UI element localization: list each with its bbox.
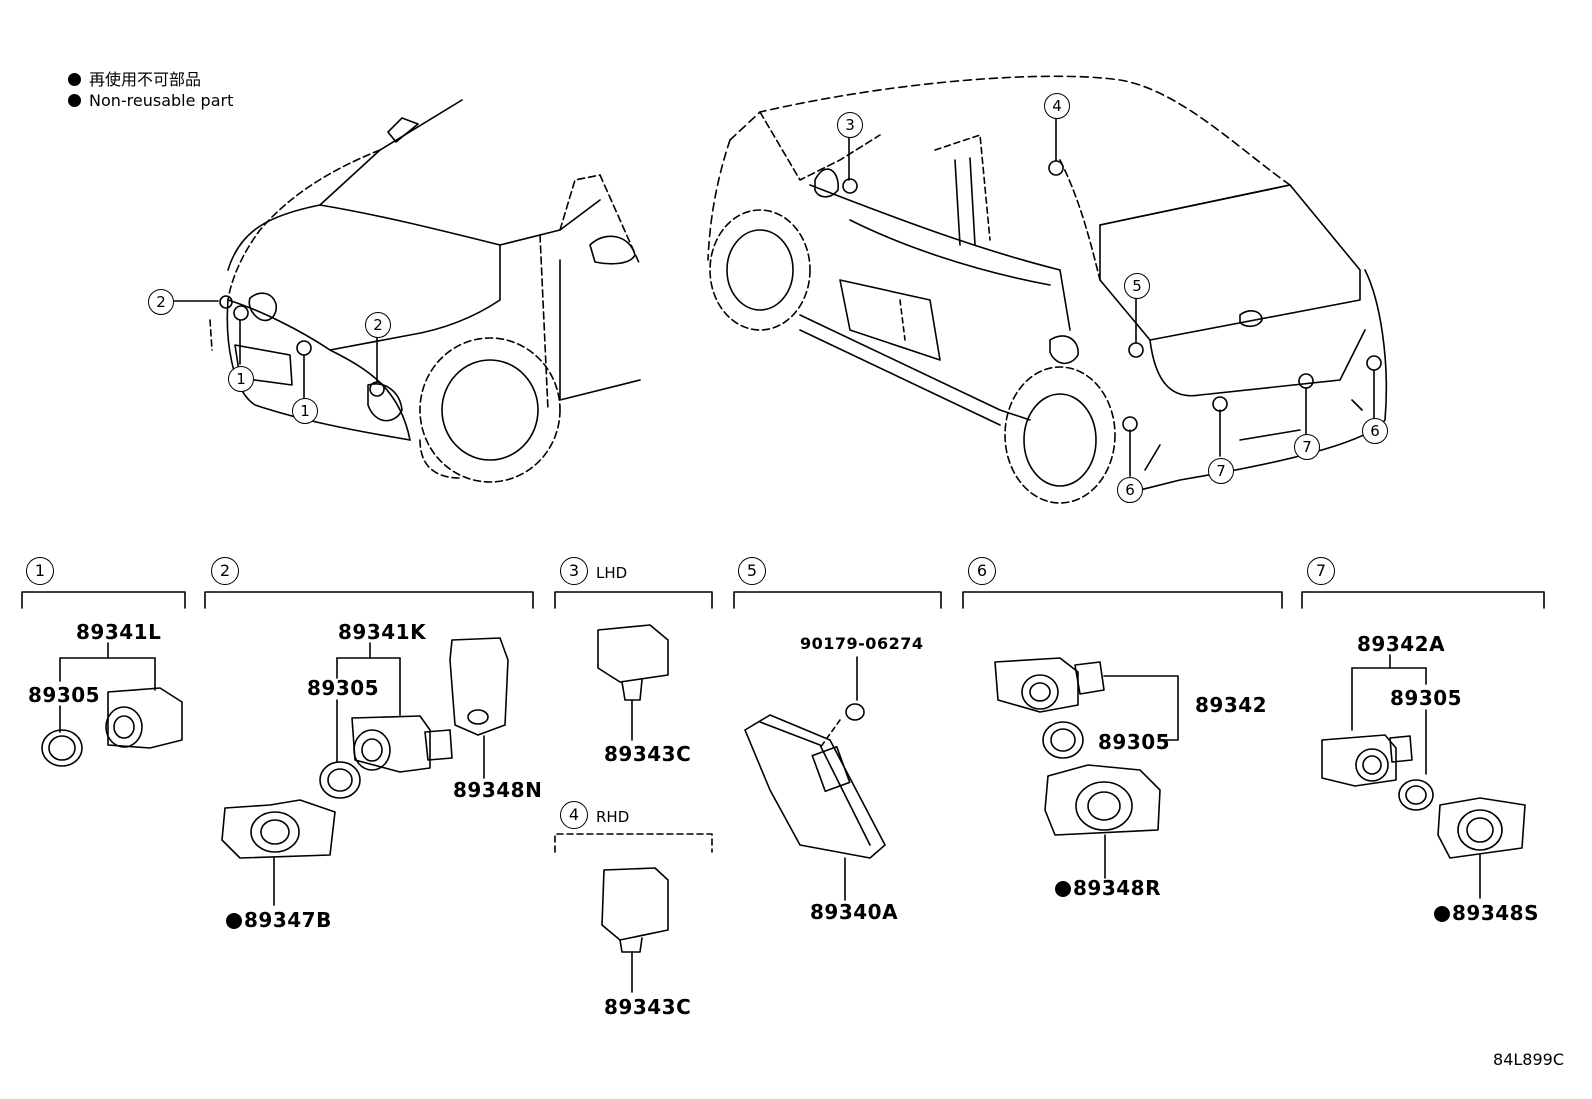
callout-7-right: 7 — [1294, 434, 1320, 460]
non-reusable-dot-icon — [226, 913, 242, 929]
part-89305-g2: 89305 — [307, 676, 380, 700]
group-6-number: 6 — [968, 557, 996, 585]
part-89342: 89342 — [1195, 693, 1268, 717]
illustration-reference-code: 84L899C — [1493, 1050, 1564, 1069]
part-89341L: 89341L — [76, 620, 162, 644]
callout-7-left: 7 — [1208, 458, 1234, 484]
group-4-number: 4 — [560, 801, 588, 829]
non-reusable-dot-icon — [1434, 906, 1450, 922]
callout-1-front-center: 1 — [292, 398, 318, 424]
part-89340A: 89340A — [810, 900, 899, 924]
part-89305-g1: 89305 — [28, 683, 101, 707]
part-89348R-label: 89348R — [1073, 876, 1161, 900]
callout-leaders — [173, 117, 1382, 477]
legend-jp: 再使用不可部品 — [68, 66, 201, 90]
part-89305-g6: 89305 — [1098, 730, 1171, 754]
front-car-drawing — [209, 99, 641, 483]
part-89342A: 89342A — [1357, 632, 1446, 656]
part-89347B: 89347B — [226, 908, 332, 932]
legend-en-text: Non-reusable part — [89, 91, 234, 110]
group34-parts — [597, 624, 669, 993]
group-4-note: RHD — [596, 808, 630, 826]
legend-en: Non-reusable part — [68, 91, 233, 110]
part-89348S: 89348S — [1434, 901, 1539, 925]
callout-1-front-left: 1 — [228, 366, 254, 392]
group-3-note: LHD — [596, 564, 628, 582]
non-reusable-dot-icon — [68, 94, 81, 107]
part-89348S-label: 89348S — [1452, 901, 1539, 925]
callout-3: 3 — [837, 112, 863, 138]
group5-parts — [744, 656, 886, 901]
group7-parts — [1321, 654, 1526, 899]
callout-2-front-left: 2 — [148, 289, 174, 315]
non-reusable-dot-icon — [68, 73, 81, 86]
group-5-number: 5 — [738, 557, 766, 585]
group1-parts — [41, 642, 183, 767]
group-3-number: 3 — [560, 557, 588, 585]
callout-6-right: 6 — [1362, 418, 1388, 444]
part-89343C-lhd: 89343C — [604, 742, 692, 766]
callout-5: 5 — [1124, 273, 1150, 299]
part-89348R: 89348R — [1055, 876, 1161, 900]
group2-parts — [221, 637, 509, 906]
rear-car-drawing — [707, 75, 1388, 504]
group6-parts — [994, 657, 1179, 879]
callout-4: 4 — [1044, 93, 1070, 119]
part-90179-06274: 90179-06274 — [800, 634, 924, 653]
group-brackets — [21, 591, 1545, 853]
group-2-number: 2 — [211, 557, 239, 585]
part-89341K: 89341K — [338, 620, 427, 644]
part-89347B-label: 89347B — [244, 908, 332, 932]
legend-jp-text: 再使用不可部品 — [89, 70, 202, 89]
part-89343C-rhd: 89343C — [604, 995, 692, 1019]
group-1-number: 1 — [26, 557, 54, 585]
part-89305-g7: 89305 — [1390, 686, 1463, 710]
callout-6-left: 6 — [1117, 477, 1143, 503]
part-89348N: 89348N — [453, 778, 543, 802]
non-reusable-dot-icon — [1055, 881, 1071, 897]
group-7-number: 7 — [1307, 557, 1335, 585]
callout-2-front-right: 2 — [365, 312, 391, 338]
